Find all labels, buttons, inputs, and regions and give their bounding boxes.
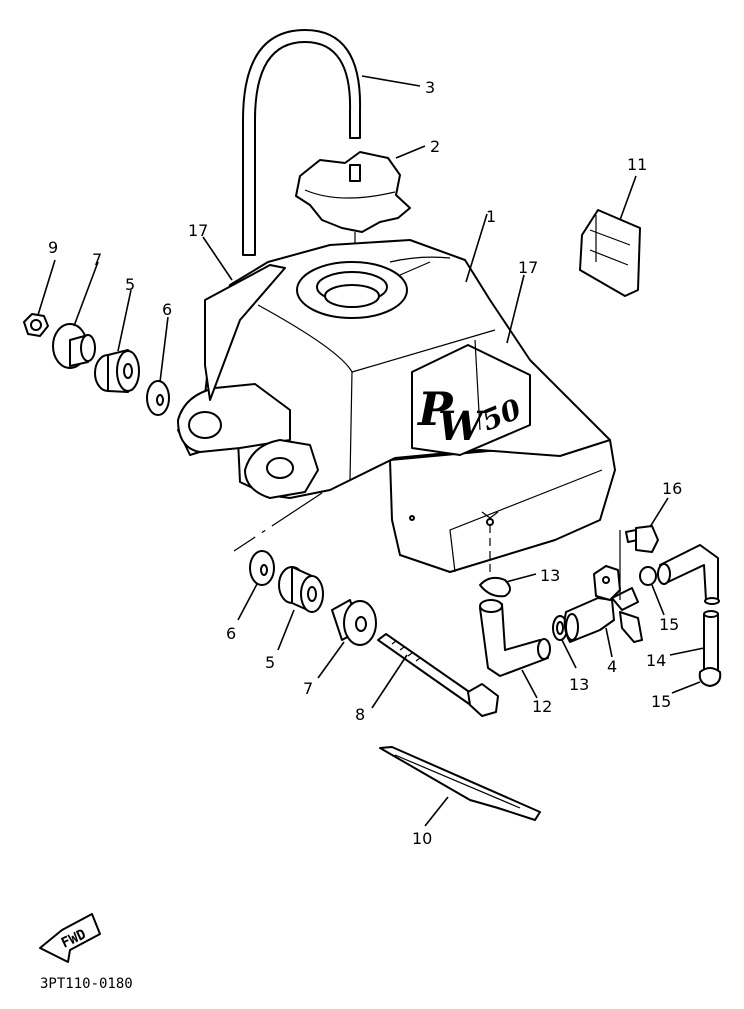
callout-13-upper: 13 [540, 566, 560, 585]
leader-12 [521, 669, 538, 699]
leader-10 [424, 796, 449, 827]
leader-13-upper [505, 573, 537, 583]
callout-11: 11 [627, 155, 647, 174]
breather-hose [242, 29, 362, 256]
leader-16 [649, 497, 669, 528]
callout-5-left: 5 [125, 275, 135, 294]
leader-9 [37, 259, 56, 316]
forward-arrow-icon: FWD [39, 913, 101, 963]
washer-6-lower [249, 550, 275, 586]
leader-1 [465, 213, 488, 283]
fuel-hose-12 [479, 599, 551, 677]
callout-12: 12 [532, 697, 552, 716]
washer-6-left [146, 380, 170, 416]
alignment-line [233, 492, 323, 552]
leader-13-lower [561, 639, 577, 669]
collar-7-lower [331, 599, 377, 646]
leader-8 [371, 654, 408, 709]
damper-5-lower [278, 566, 324, 613]
leader-15-upper [651, 584, 665, 616]
leader-7-left [73, 261, 99, 327]
callout-6-left: 6 [162, 300, 172, 319]
nut-9 [23, 313, 49, 337]
leader-5-lower [277, 609, 295, 651]
leader-6-left [159, 316, 169, 383]
leader-7-lower [317, 641, 345, 679]
fuel-cock-4 [563, 565, 643, 643]
logo-letter-w: W [438, 403, 487, 450]
clip-13-upper [479, 511, 511, 598]
bolt-8 [377, 633, 499, 717]
leader-5-left [117, 289, 132, 352]
fuel-hose-14 [703, 610, 719, 671]
callout-10: 10 [412, 829, 432, 848]
leader-11 [619, 175, 637, 221]
screw-16 [625, 525, 659, 553]
leader-17-left [202, 236, 233, 281]
leader-2 [395, 145, 426, 159]
leader-14 [669, 647, 705, 656]
collar-7-left [52, 323, 96, 369]
leader-15-lower [671, 681, 701, 694]
catalog-code: 3PT110-0180 [40, 976, 133, 992]
callout-5-lower: 5 [265, 653, 275, 672]
callout-17-right: 17 [518, 258, 538, 277]
callout-4: 4 [607, 657, 617, 676]
callout-7-left: 7 [92, 250, 102, 269]
callout-3: 3 [425, 78, 435, 97]
leader-3 [361, 75, 421, 87]
tank-pad-10 [379, 746, 541, 821]
callout-17-left: 17 [188, 221, 208, 240]
callout-13-lower: 13 [569, 675, 589, 694]
leader-17-right [506, 274, 525, 344]
fuel-cap [295, 151, 411, 233]
clip-15-upper [639, 566, 657, 586]
callout-1: 1 [486, 207, 496, 226]
side-pad-left [204, 264, 286, 401]
fuel-tank [177, 239, 616, 573]
callout-8: 8 [355, 705, 365, 724]
callout-15-lower: 15 [651, 692, 671, 711]
leader-4 [605, 627, 613, 658]
emblem-11 [579, 209, 641, 297]
callout-16: 16 [662, 479, 682, 498]
fuel-hose-upper [657, 544, 720, 605]
callout-9: 9 [48, 238, 58, 257]
callout-6-lower: 6 [226, 624, 236, 643]
damper-5-left [94, 349, 140, 393]
clip-15-lower [698, 667, 722, 687]
callout-2: 2 [430, 137, 440, 156]
callout-15-upper: 15 [659, 615, 679, 634]
logo-letter-p: P [416, 382, 454, 436]
callout-7-lower: 7 [303, 679, 313, 698]
callout-14: 14 [646, 651, 666, 670]
leader-6-lower [237, 583, 258, 621]
